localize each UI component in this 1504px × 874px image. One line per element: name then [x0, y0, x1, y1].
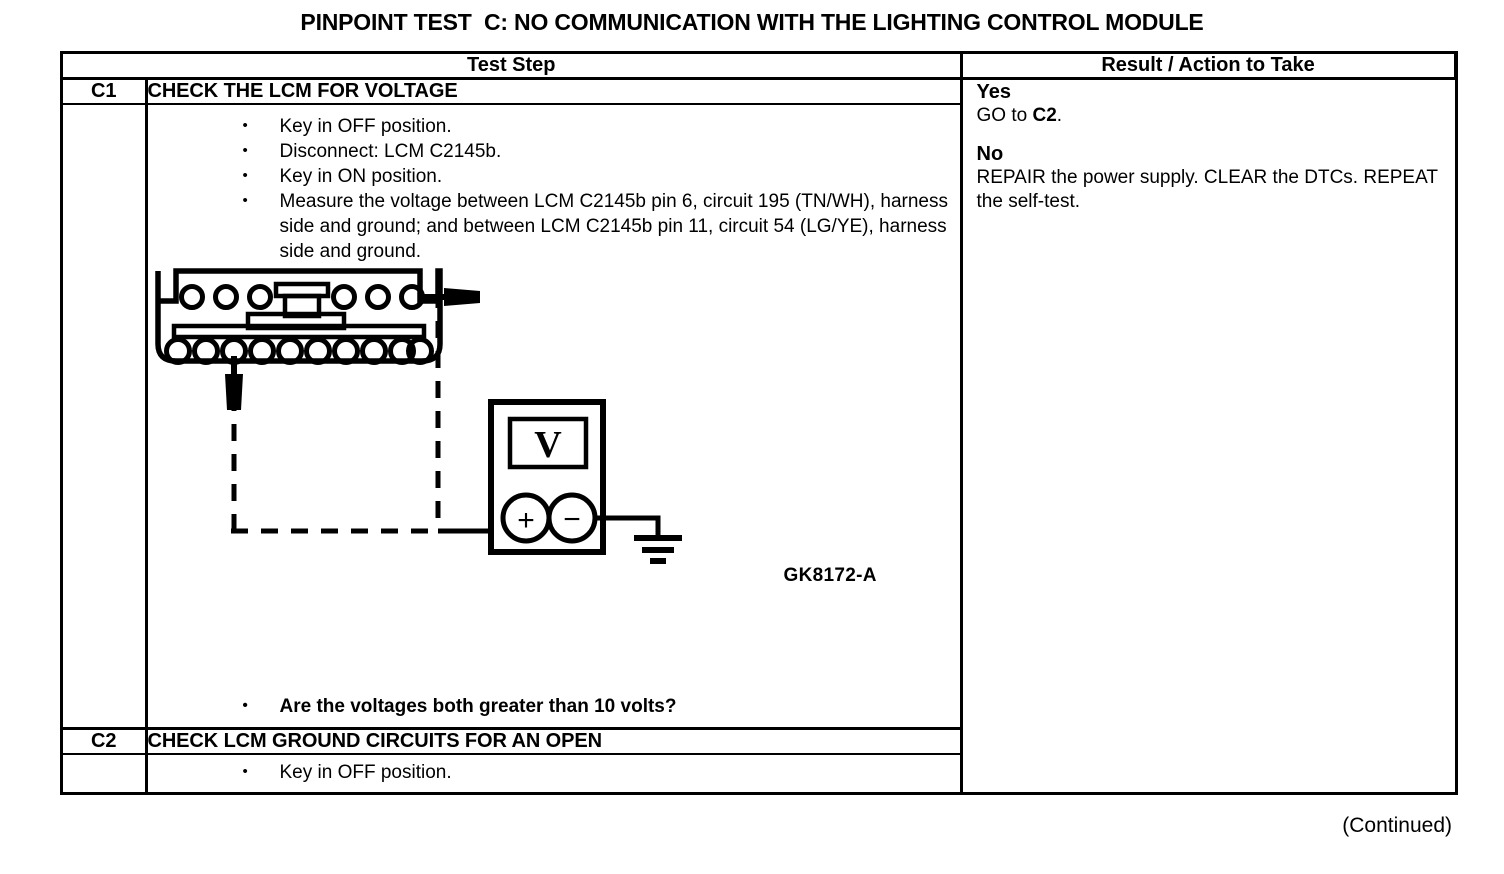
connector-divider-bar: [171, 323, 426, 340]
figure-label: GK8172-A: [783, 565, 877, 586]
meter-display-value: V: [534, 424, 562, 466]
connector-pin: [246, 284, 273, 310]
connector-pin: [191, 337, 220, 365]
step-c2-body: Key in OFF position.: [146, 754, 961, 792]
step-heading-c1: CHECK THE LCM FOR VOLTAGE: [146, 78, 962, 105]
continued-note: (Continued): [1342, 814, 1452, 837]
terminal-plus-label: +: [517, 504, 535, 537]
step-c1-heading-row: C1 CHECK THE LCM FOR VOLTAGE Yes GO to C…: [63, 78, 1456, 729]
list-item: Disconnect: LCM C2145b.: [148, 138, 960, 164]
multimeter: V + −: [487, 399, 606, 555]
column-header-result-action: Result / Action to Take: [959, 54, 1457, 80]
result-yes-action-target: C2: [1032, 105, 1057, 126]
step-c1-question-list: Are the voltages both greater than 10 vo…: [148, 693, 960, 727]
step-c2-heading-row: C2 CHECK LCM GROUND CIRCUITS FOR AN OPEN: [63, 728, 1456, 792]
column-header-test-step: Test Step: [63, 54, 962, 80]
terminal-minus-label: −: [563, 503, 581, 536]
step-c2-body-row: Key in OFF position.: [63, 754, 1455, 792]
result-yes-label: Yes: [976, 81, 1011, 103]
result-yes-action-post: .: [1056, 105, 1063, 126]
meter-body: [487, 399, 606, 555]
result-cell-c1: Yes GO to C2. No REPAIR the power supply…: [959, 78, 1456, 729]
figure-lcm-connector-voltage-test: V + −: [148, 264, 960, 694]
step-heading-c2: CHECK LCM GROUND CIRCUITS FOR AN OPEN: [146, 728, 962, 755]
connector-pin: [247, 337, 276, 365]
test-probe-bottom: [224, 356, 243, 410]
connector-pin: [178, 284, 205, 310]
voltage-test-schematic: V + −: [154, 268, 682, 564]
connector-pin: [359, 337, 388, 365]
list-item: Key in ON position.: [148, 163, 960, 189]
test-probe-right: [421, 288, 480, 306]
connector-pin: [330, 284, 357, 310]
result-spacer: [977, 128, 1456, 142]
connector-pin: [387, 337, 416, 365]
lcm-connector: [154, 268, 443, 365]
step-c1-body: Key in OFF position. Disconnect: LCM C21…: [146, 104, 962, 730]
step-id-c1: C1: [63, 78, 148, 105]
result-block-c1: Yes GO to C2. No REPAIR the power supply…: [963, 80, 1456, 232]
probe-tip-bottom: [224, 374, 243, 410]
step-c1-question: Are the voltages both greater than 10 vo…: [148, 693, 960, 719]
step-c1-gutter: [63, 104, 148, 730]
result-cell-c2: [959, 728, 1456, 792]
step-c2-bullet-list: Key in OFF position.: [148, 755, 960, 792]
probe-tip-right: [443, 288, 480, 306]
result-yes-action-pre: GO to: [976, 105, 1033, 126]
list-item: Measure the voltage between LCM C2145b p…: [148, 188, 960, 264]
step-c1-bullet-list: Key in OFF position. Disconnect: LCM C21…: [148, 105, 960, 264]
connector-pin: [303, 337, 332, 365]
connector-pin: [212, 284, 239, 310]
result-no-label: No: [976, 143, 1004, 165]
connector-pin: [364, 284, 391, 310]
connector-pin: [275, 337, 304, 365]
step-c2-gutter: [63, 754, 148, 792]
table-header-row: Test Step Result / Action to Take: [63, 54, 1457, 80]
step-id-c2: C2: [63, 728, 148, 755]
meter-display: [507, 416, 588, 470]
ground-connection: [594, 515, 682, 564]
page-title: PINPOINT TEST C: NO COMMUNICATION WITH T…: [300, 9, 1204, 35]
connector-pin: [331, 337, 360, 365]
connector-pin: [405, 337, 434, 365]
result-yes-action: GO to C2.: [977, 104, 1456, 128]
step-c1-body-row: Key in OFF position. Disconnect: LCM C21…: [63, 104, 1455, 730]
result-no-action: REPAIR the power supply. CLEAR the DTCs.…: [976, 167, 1438, 212]
list-item: Key in OFF position.: [148, 113, 960, 139]
pinpoint-test-table: Test Step Result / Action to Take C1 CHE…: [60, 51, 1458, 795]
list-item: Key in OFF position.: [148, 759, 960, 785]
connector-pin: [163, 337, 192, 365]
